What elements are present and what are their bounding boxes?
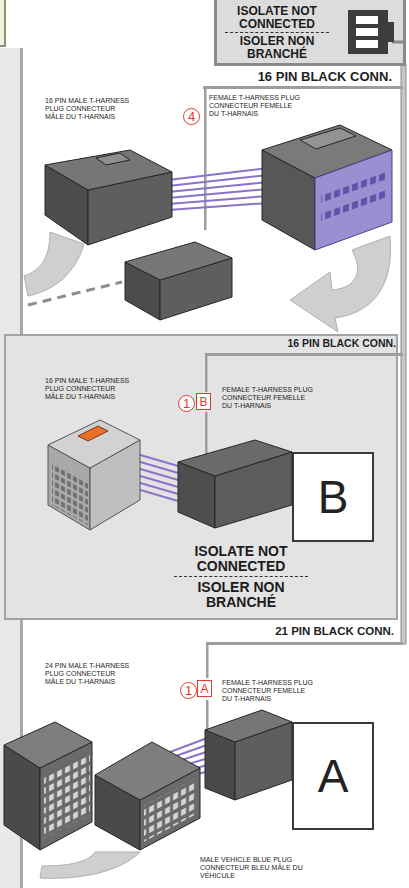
- isolate-note: ISOLATE NOT CONNECTED: [225, 5, 329, 33]
- leader-line: [206, 644, 209, 678]
- label-holder: 16 PIN BLACK CONN.: [287, 337, 396, 350]
- plug-latch: [78, 426, 108, 441]
- label-holder: FEMALE T-HARNESS PLUG CONNECTEUR FEMELLE…: [209, 94, 302, 118]
- callout-circle: 1: [180, 682, 197, 699]
- part-label: FEMALE T-HARNESS PLUG CONNECTEUR FEMELLE…: [222, 386, 315, 410]
- connector-face: B: [292, 452, 374, 542]
- connector-heading: 16 PIN BLACK CONN.: [287, 337, 396, 350]
- pin-slots: [144, 778, 196, 842]
- connector-icon: [348, 10, 403, 54]
- pin-grid: [144, 778, 196, 842]
- female-plug-body: [205, 710, 292, 800]
- plug-face: [48, 420, 140, 468]
- male-plug: [45, 150, 172, 245]
- callout-number: 1: [185, 684, 192, 697]
- isolate-note: ISOLATE NOT CONNECTED: [174, 544, 308, 577]
- male-plug: [4, 722, 92, 850]
- plug-latch: [96, 153, 130, 165]
- direction-arrow: [24, 232, 84, 296]
- female-plug-body: [178, 440, 292, 528]
- icon-tab: [388, 22, 394, 42]
- pin-slots: [52, 461, 88, 525]
- label-holder: 21 PIN BLACK CONN.: [275, 624, 394, 638]
- wire: [168, 168, 268, 180]
- plug-face: [178, 440, 292, 476]
- part-label: 16 PIN MALE T-HARNESS PLUG CONNECTEUR MÂ…: [45, 377, 133, 401]
- callout-circle: 4: [183, 108, 200, 125]
- pin-grid: [321, 164, 387, 224]
- connector-letter: A: [318, 753, 349, 799]
- callout-number: 4: [188, 110, 195, 123]
- label-holder: 16 PIN MALE T-HARNESS PLUG CONNECTEUR MÂ…: [45, 97, 133, 121]
- plug-latch: [300, 128, 356, 149]
- pin-slots: [321, 164, 387, 224]
- part-label: FEMALE T-HARNESS PLUG CONNECTEUR FEMELLE…: [209, 94, 302, 118]
- icon-slot: [356, 28, 378, 36]
- plug-face: [45, 150, 172, 190]
- label-holder: FEMALE T-HARNESS PLUG CONNECTEUR FEMELLE…: [222, 679, 315, 703]
- heading-rule: [206, 642, 403, 645]
- plug-face: [205, 710, 292, 742]
- plug-face: [125, 242, 232, 280]
- wire: [168, 196, 268, 204]
- direction-arrow: [290, 236, 391, 332]
- callout-number: 1: [183, 397, 190, 410]
- isolate-note: ISOLER NON BRANCHÉ: [225, 35, 329, 60]
- pin-grid: [52, 461, 88, 525]
- leader-line: [205, 355, 208, 392]
- label-holder: 24 PIN MALE T-HARNESS PLUG CONNECTEUR MÂ…: [45, 662, 133, 686]
- male-plug: [48, 420, 140, 530]
- connector-heading: 21 PIN BLACK CONN.: [275, 624, 394, 638]
- icon-slot: [356, 40, 378, 48]
- connector-heading: 16 PIN BLACK CONN.: [258, 69, 392, 84]
- connector-letter-box: A: [197, 680, 212, 697]
- label-holder: 16 PIN MALE T-HARNESS PLUG CONNECTEUR MÂ…: [45, 377, 133, 401]
- icon-slot: [356, 16, 378, 24]
- pin-slots: [44, 755, 90, 838]
- part-label: MALE VEHICLE BLUE PLUG CONNECTEUR BLEU M…: [200, 856, 308, 880]
- part-label: 16 PIN MALE T-HARNESS PLUG CONNECTEUR MÂ…: [45, 97, 133, 121]
- part-label: 24 PIN MALE T-HARNESS PLUG CONNECTEUR MÂ…: [45, 662, 133, 686]
- side-tab: [0, 0, 5, 46]
- vehicle-plug: [95, 742, 200, 850]
- heading-rule: [205, 353, 403, 356]
- direction-arrow: [40, 852, 140, 878]
- connector-letter: B: [318, 474, 349, 520]
- heading-rule: [203, 86, 403, 89]
- dashed-guide: [28, 282, 122, 305]
- harness-wires: [168, 168, 268, 210]
- label-holder: MALE VEHICLE BLUE PLUG CONNECTEUR BLEU M…: [200, 856, 308, 880]
- connector-letter-box: B: [196, 393, 211, 410]
- pin-grid: [44, 755, 90, 838]
- icon-body: [348, 10, 388, 54]
- vehicle-plug: [125, 242, 232, 320]
- label-holder: FEMALE T-HARNESS PLUG CONNECTEUR FEMELLE…: [222, 386, 315, 410]
- leader-line: [204, 88, 207, 230]
- pin-face: [315, 150, 392, 250]
- connector-letter: B: [199, 396, 207, 408]
- label-holder: 16 PIN BLACK CONN.: [258, 69, 392, 84]
- wire: [168, 203, 268, 210]
- isolate-note: ISOLER NON BRANCHÉ: [174, 580, 308, 609]
- connector-letter: A: [200, 683, 208, 695]
- female-plug: [262, 125, 392, 250]
- callout-circle: 1: [178, 395, 195, 412]
- part-label: FEMALE T-HARNESS PLUG CONNECTEUR FEMELLE…: [222, 679, 315, 703]
- connector-face: A: [292, 722, 374, 830]
